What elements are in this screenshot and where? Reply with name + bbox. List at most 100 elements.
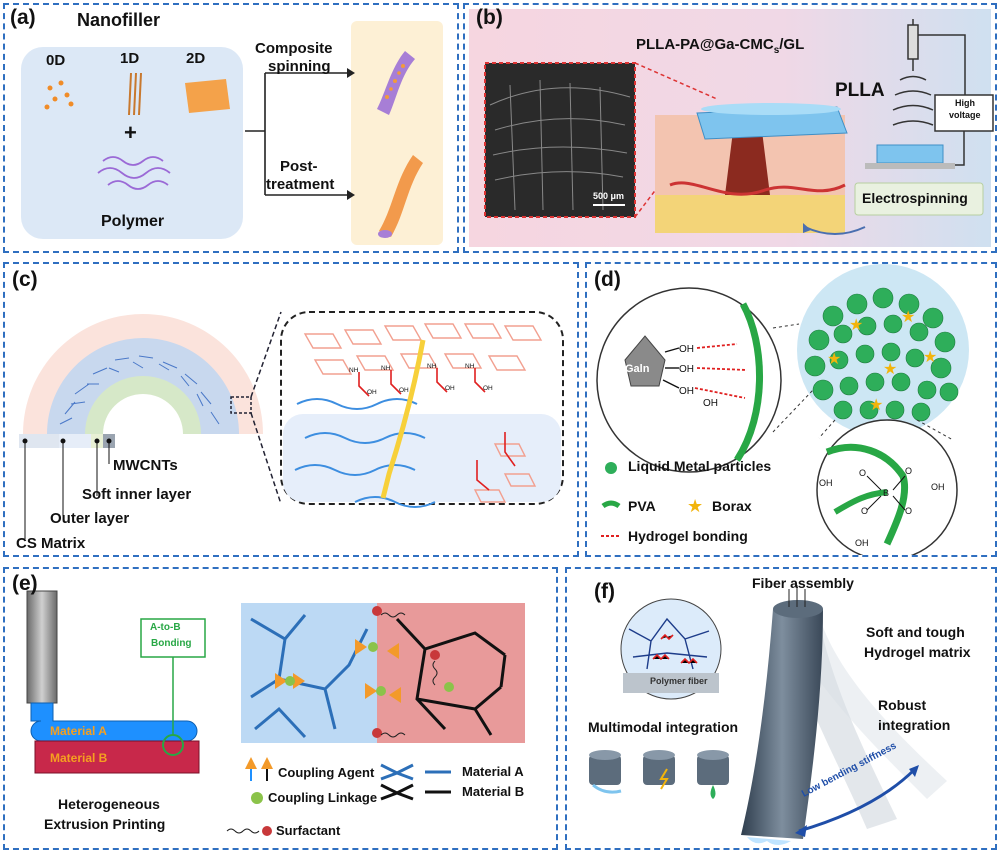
fiber-assembly-label: Fiber assembly bbox=[752, 575, 854, 591]
pva-strand-right bbox=[825, 443, 909, 546]
panel-e-label: (e) bbox=[12, 572, 38, 595]
dim-2d: 2D bbox=[186, 50, 206, 67]
legend-lm-label: Liquid Metal particles bbox=[628, 458, 772, 474]
svg-text:OH: OH bbox=[855, 538, 869, 548]
panel-f bbox=[565, 567, 997, 850]
legend-material-a: Material A bbox=[462, 764, 524, 779]
svg-text:OH: OH bbox=[483, 385, 493, 392]
multimodal-label: Multimodal integration bbox=[588, 719, 739, 735]
dim-1d: 1D bbox=[120, 50, 140, 67]
amide-bonds bbox=[358, 368, 516, 491]
coupling-linkages bbox=[285, 642, 454, 696]
galn-label: Galn bbox=[625, 363, 650, 375]
plla-label: PLLA bbox=[835, 80, 885, 101]
soft-tough-line2: Hydrogel matrix bbox=[864, 644, 971, 660]
legend-coupling-agent-icon bbox=[245, 757, 273, 781]
high-voltage-line1: High bbox=[955, 98, 975, 108]
borax-stars: ★★★★★★ bbox=[827, 309, 937, 414]
dim-0d: 0D bbox=[46, 52, 66, 69]
route-composite-line1: Composite bbox=[255, 40, 333, 57]
fiber-bundle bbox=[741, 609, 823, 839]
panel-a bbox=[3, 3, 459, 253]
polymer-network bbox=[294, 398, 436, 508]
panel-b-label: (b) bbox=[476, 6, 503, 29]
nozzle bbox=[26, 590, 58, 704]
svg-text:OH: OH bbox=[367, 389, 377, 396]
material-a-label: Material A bbox=[50, 724, 107, 738]
route-composite-line2: spinning bbox=[268, 58, 331, 75]
svg-text:OH: OH bbox=[679, 364, 694, 375]
coated-fiber bbox=[379, 155, 423, 237]
svg-text:OH: OH bbox=[931, 482, 945, 492]
legend-surfactant-icon bbox=[226, 828, 260, 834]
svg-text:NH: NH bbox=[349, 367, 359, 374]
svg-text:OH: OH bbox=[819, 478, 833, 488]
bonding-line1: A-to-B bbox=[150, 622, 181, 633]
surfactants bbox=[372, 606, 440, 738]
bonding-line2: Bonding bbox=[151, 638, 192, 649]
panel-d-label: (d) bbox=[594, 268, 621, 291]
svg-text:OH: OH bbox=[679, 386, 694, 397]
panel-e bbox=[3, 567, 558, 850]
panel-d bbox=[585, 262, 997, 557]
nanoparticle-dots bbox=[44, 80, 74, 110]
high-voltage-line2: voltage bbox=[949, 110, 981, 120]
pva-strand-left bbox=[734, 302, 763, 462]
coupling-agents bbox=[275, 639, 401, 703]
legend-borax-label: Borax bbox=[712, 498, 752, 514]
legend-borax-icon: ★ bbox=[687, 496, 703, 516]
mwcnts-label: MWCNTs bbox=[113, 457, 178, 474]
electrospinning-setup bbox=[892, 19, 994, 166]
svg-text:★: ★ bbox=[849, 317, 863, 334]
panel-a-graphic bbox=[21, 21, 443, 245]
legend-network-a-icon bbox=[380, 763, 414, 775]
material-b-strand bbox=[34, 740, 200, 774]
svg-text:★: ★ bbox=[923, 349, 937, 366]
scale-bar-label: 500 μm bbox=[593, 191, 625, 201]
bending-arrow bbox=[798, 767, 917, 833]
nanorods bbox=[128, 72, 142, 116]
surfactant-label: Surfactant bbox=[276, 823, 341, 838]
legend-lm-icon bbox=[605, 462, 617, 474]
legend-hb-label: Hydrogel bonding bbox=[628, 528, 748, 544]
polymer-chains bbox=[97, 156, 171, 190]
scaffold-title: PLLA-PA@Ga-CMCs/GL bbox=[636, 36, 804, 56]
svg-text:★: ★ bbox=[883, 361, 897, 378]
svg-text:NH: NH bbox=[465, 363, 475, 370]
material-b-label: Material B bbox=[50, 751, 108, 765]
svg-text:★: ★ bbox=[827, 351, 841, 368]
carbon-nanotube bbox=[380, 339, 426, 499]
soft-inner-label: Soft inner layer bbox=[82, 486, 192, 503]
svg-text:O: O bbox=[859, 468, 866, 478]
soft-tough-line1: Soft and tough bbox=[866, 624, 965, 640]
galn-particle bbox=[624, 335, 666, 387]
legend-network-b-icon bbox=[380, 783, 414, 801]
svg-text:OH: OH bbox=[445, 385, 455, 392]
panel-c bbox=[3, 262, 579, 557]
mwcnt-brushes bbox=[59, 355, 220, 425]
route-post-line1: Post- bbox=[280, 158, 318, 175]
scaffold-title-sub: s bbox=[773, 45, 780, 56]
svg-text:OH: OH bbox=[703, 398, 718, 409]
scaffold-title-main: PLLA-PA@Ga-CMC bbox=[636, 36, 774, 53]
svg-text:NH: NH bbox=[427, 363, 437, 370]
panel-e-graphic bbox=[26, 590, 525, 836]
panel-b bbox=[463, 3, 997, 253]
nanosheet bbox=[185, 79, 230, 113]
extrusion-caption-line2: Extrusion Printing bbox=[44, 816, 166, 832]
electrospinning-label: Electrospinning bbox=[862, 190, 968, 206]
extrusion-caption-line1: Heterogeneous bbox=[58, 796, 160, 812]
outer-layer-label: Outer layer bbox=[50, 510, 130, 527]
route-post-line2: treatment bbox=[266, 176, 335, 193]
composite-fiber bbox=[377, 51, 415, 115]
robust-line1: Robust bbox=[878, 697, 927, 713]
legend-coupling-linkage-icon bbox=[251, 792, 263, 804]
panel-a-label: (a) bbox=[10, 6, 36, 29]
svg-text:O: O bbox=[905, 506, 912, 516]
robust-line2: integration bbox=[878, 717, 951, 733]
liquid-metal-particles bbox=[804, 287, 959, 422]
legend-pva-icon bbox=[601, 500, 621, 509]
